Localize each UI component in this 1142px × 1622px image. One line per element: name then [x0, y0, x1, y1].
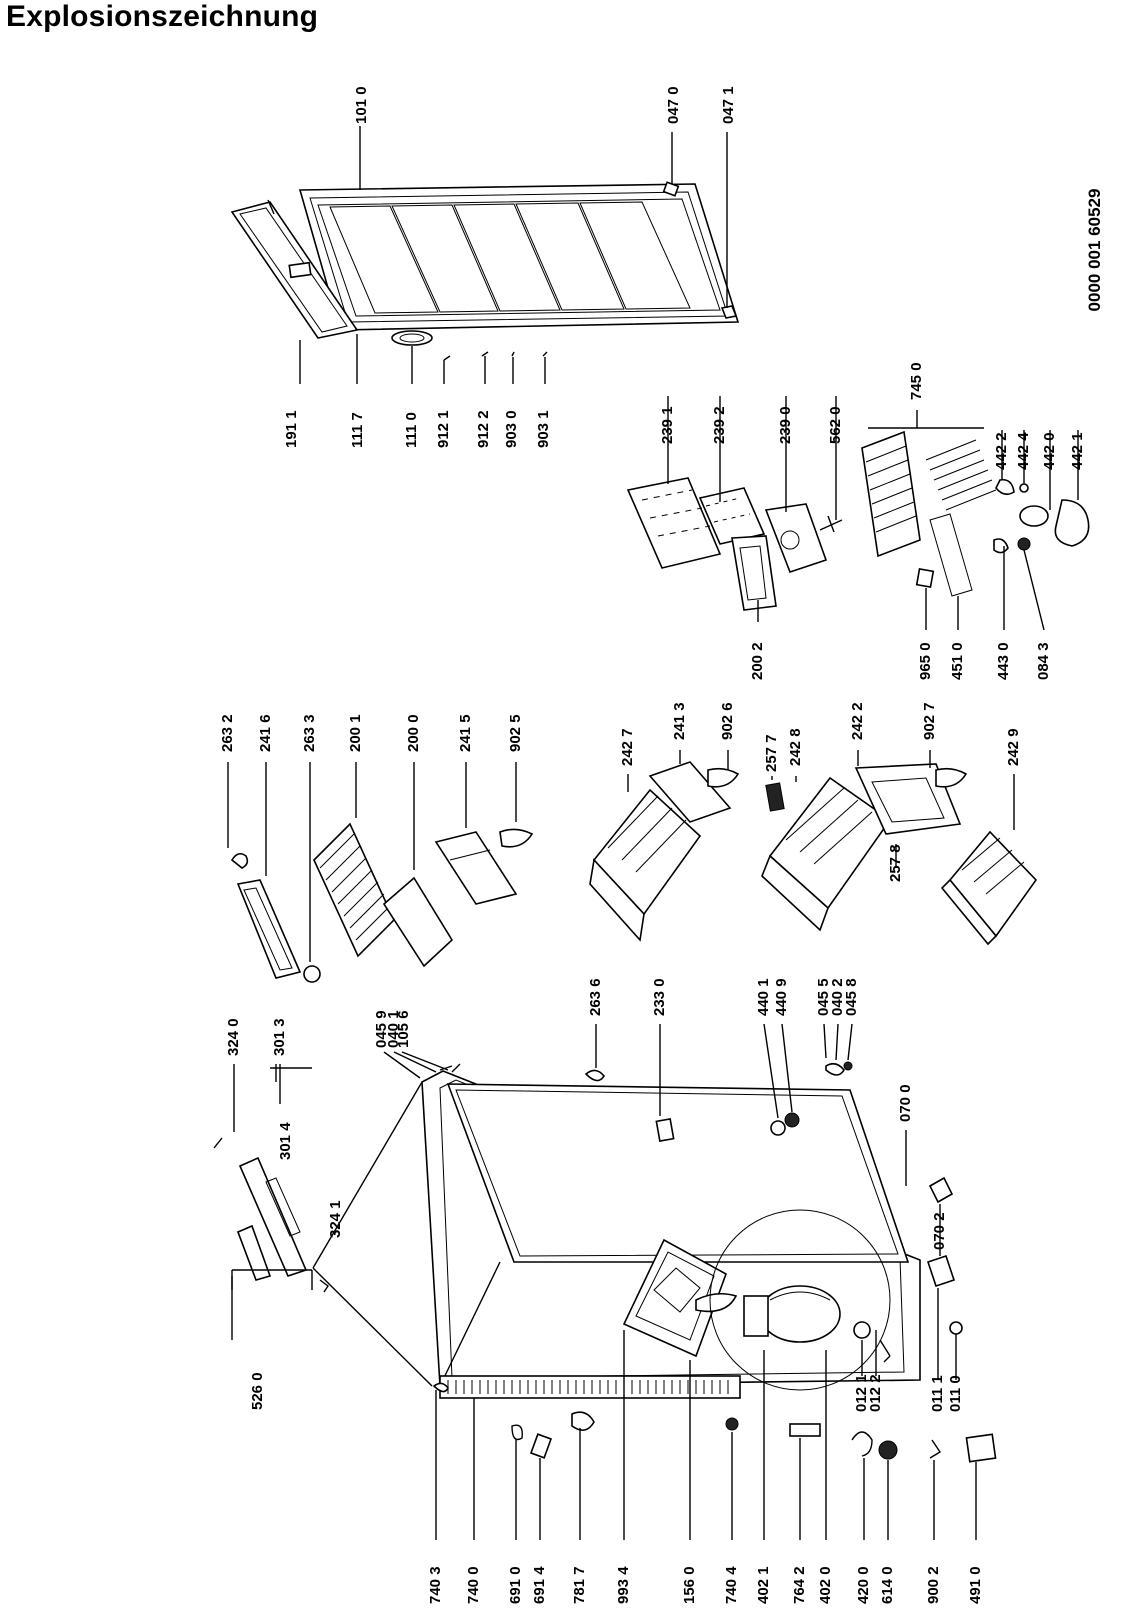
- part-label-0843: 084 3: [1035, 642, 1052, 680]
- part-label-2392: 239 2: [711, 406, 728, 444]
- part-label-9030: 903 0: [503, 410, 520, 448]
- part-label-2415: 241 5: [457, 714, 474, 752]
- part-label-4420: 442 0: [1041, 432, 1058, 470]
- part-label-4422: 442 2: [993, 432, 1010, 470]
- part-label-0459: 045 9: [373, 1010, 390, 1048]
- part-label-0122: 012 2: [867, 1374, 884, 1412]
- part-label-2633: 263 3: [301, 714, 318, 752]
- part-label-7817: 781 7: [571, 1566, 588, 1604]
- part-label-2422: 242 2: [849, 702, 866, 740]
- part-label-1110: 111 0: [403, 412, 420, 448]
- part-label-2632: 263 2: [219, 714, 236, 752]
- small-parts: [432, 1330, 997, 1540]
- part-label-2577: 257 7: [763, 734, 780, 772]
- part-label-2391: 239 1: [659, 406, 676, 444]
- part-label-6910: 691 0: [507, 1566, 524, 1604]
- part-label-5260: 526 0: [249, 1372, 266, 1410]
- part-label-0470: 047 0: [665, 86, 682, 124]
- part-label-4200: 420 0: [855, 1566, 872, 1604]
- part-label-7450: 745 0: [908, 362, 925, 400]
- part-label-2002: 200 2: [749, 642, 766, 680]
- part-label-0702: 070 2: [931, 1212, 948, 1250]
- part-label-4021: 402 1: [755, 1566, 772, 1604]
- part-label-6140: 614 0: [879, 1566, 896, 1604]
- part-label-1117: 111 7: [349, 412, 366, 448]
- page-title: Explosionszeichnung: [6, 0, 319, 33]
- part-label-0471: 047 1: [720, 86, 737, 124]
- part-label-4409: 440 9: [773, 978, 790, 1016]
- part-label-0455: 045 5: [815, 978, 832, 1016]
- part-label-0458: 045 8: [843, 978, 860, 1016]
- part-label-3013: 301 3: [271, 1018, 288, 1056]
- part-label-3014: 301 4: [277, 1122, 294, 1160]
- part-label-2429: 242 9: [1005, 728, 1022, 766]
- part-label-0110: 011 0: [947, 1375, 964, 1412]
- part-label-3241: 324 1: [327, 1200, 344, 1238]
- part-label-4424: 442 4: [1015, 432, 1032, 470]
- control-and-evaporator: [626, 396, 1090, 631]
- part-label-4910: 491 0: [967, 1566, 984, 1604]
- part-label-7404: 740 4: [723, 1566, 740, 1604]
- part-label-9121: 912 1: [435, 410, 452, 448]
- part-label-2413: 241 3: [671, 702, 688, 740]
- part-label-3240: 324 0: [225, 1018, 242, 1056]
- part-label-4401: 440 1: [755, 978, 772, 1016]
- part-label-2001: 200 1: [347, 714, 364, 752]
- part-label-4020: 402 0: [817, 1566, 834, 1604]
- part-label-9934: 993 4: [615, 1566, 632, 1604]
- part-labels: 101 0 047 0 047 1 191 1 111 7 111 0 912 1 912 2…: [219, 86, 1086, 1604]
- part-label-4421: 442 1: [1069, 432, 1086, 470]
- part-label-9031: 903 1: [535, 410, 552, 448]
- part-label-7642: 764 2: [791, 1566, 808, 1604]
- part-label-9122: 912 2: [475, 410, 492, 448]
- part-label-0402: 040 2: [829, 978, 846, 1016]
- part-label-9027: 902 7: [921, 702, 938, 740]
- door-assembly: [230, 126, 740, 384]
- part-label-7400: 740 0: [465, 1566, 482, 1604]
- part-label-9025: 902 5: [507, 714, 524, 752]
- part-label-2636: 263 6: [587, 978, 604, 1016]
- part-label-9026: 902 6: [719, 702, 736, 740]
- part-label-0401: 040 1: [385, 1010, 402, 1048]
- part-label-0111: 011 1: [929, 1375, 946, 1412]
- part-label-5620: 562 0: [827, 406, 844, 444]
- part-label-1560: 156 0: [681, 1566, 698, 1604]
- part-label-2416: 241 6: [257, 714, 274, 752]
- part-label-1056: 105 6: [395, 1010, 412, 1048]
- part-label-7403: 740 3: [427, 1566, 444, 1604]
- shelves-and-drawers: [227, 750, 1038, 983]
- part-label-2578: 257 8: [887, 844, 904, 882]
- part-label-2427: 242 7: [619, 728, 636, 766]
- part-label-1911: 191 1: [283, 410, 300, 448]
- part-label-2330: 233 0: [651, 978, 668, 1016]
- part-label-1010: 101 0: [353, 86, 370, 124]
- part-label-9002: 900 2: [925, 1566, 942, 1604]
- part-label-2428: 242 8: [787, 728, 804, 766]
- part-label-9650: 965 0: [917, 642, 934, 680]
- part-label-2000: 200 0: [405, 714, 422, 752]
- part-label-4510: 451 0: [949, 642, 966, 680]
- part-label-2390: 239 0: [777, 406, 794, 444]
- part-label-4430: 443 0: [995, 642, 1012, 680]
- document-number: 0000 001 60529: [1085, 189, 1104, 312]
- part-label-0700: 070 0: [897, 1084, 914, 1122]
- part-label-6914: 691 4: [531, 1566, 548, 1604]
- part-label-0121: 012 1: [853, 1374, 870, 1412]
